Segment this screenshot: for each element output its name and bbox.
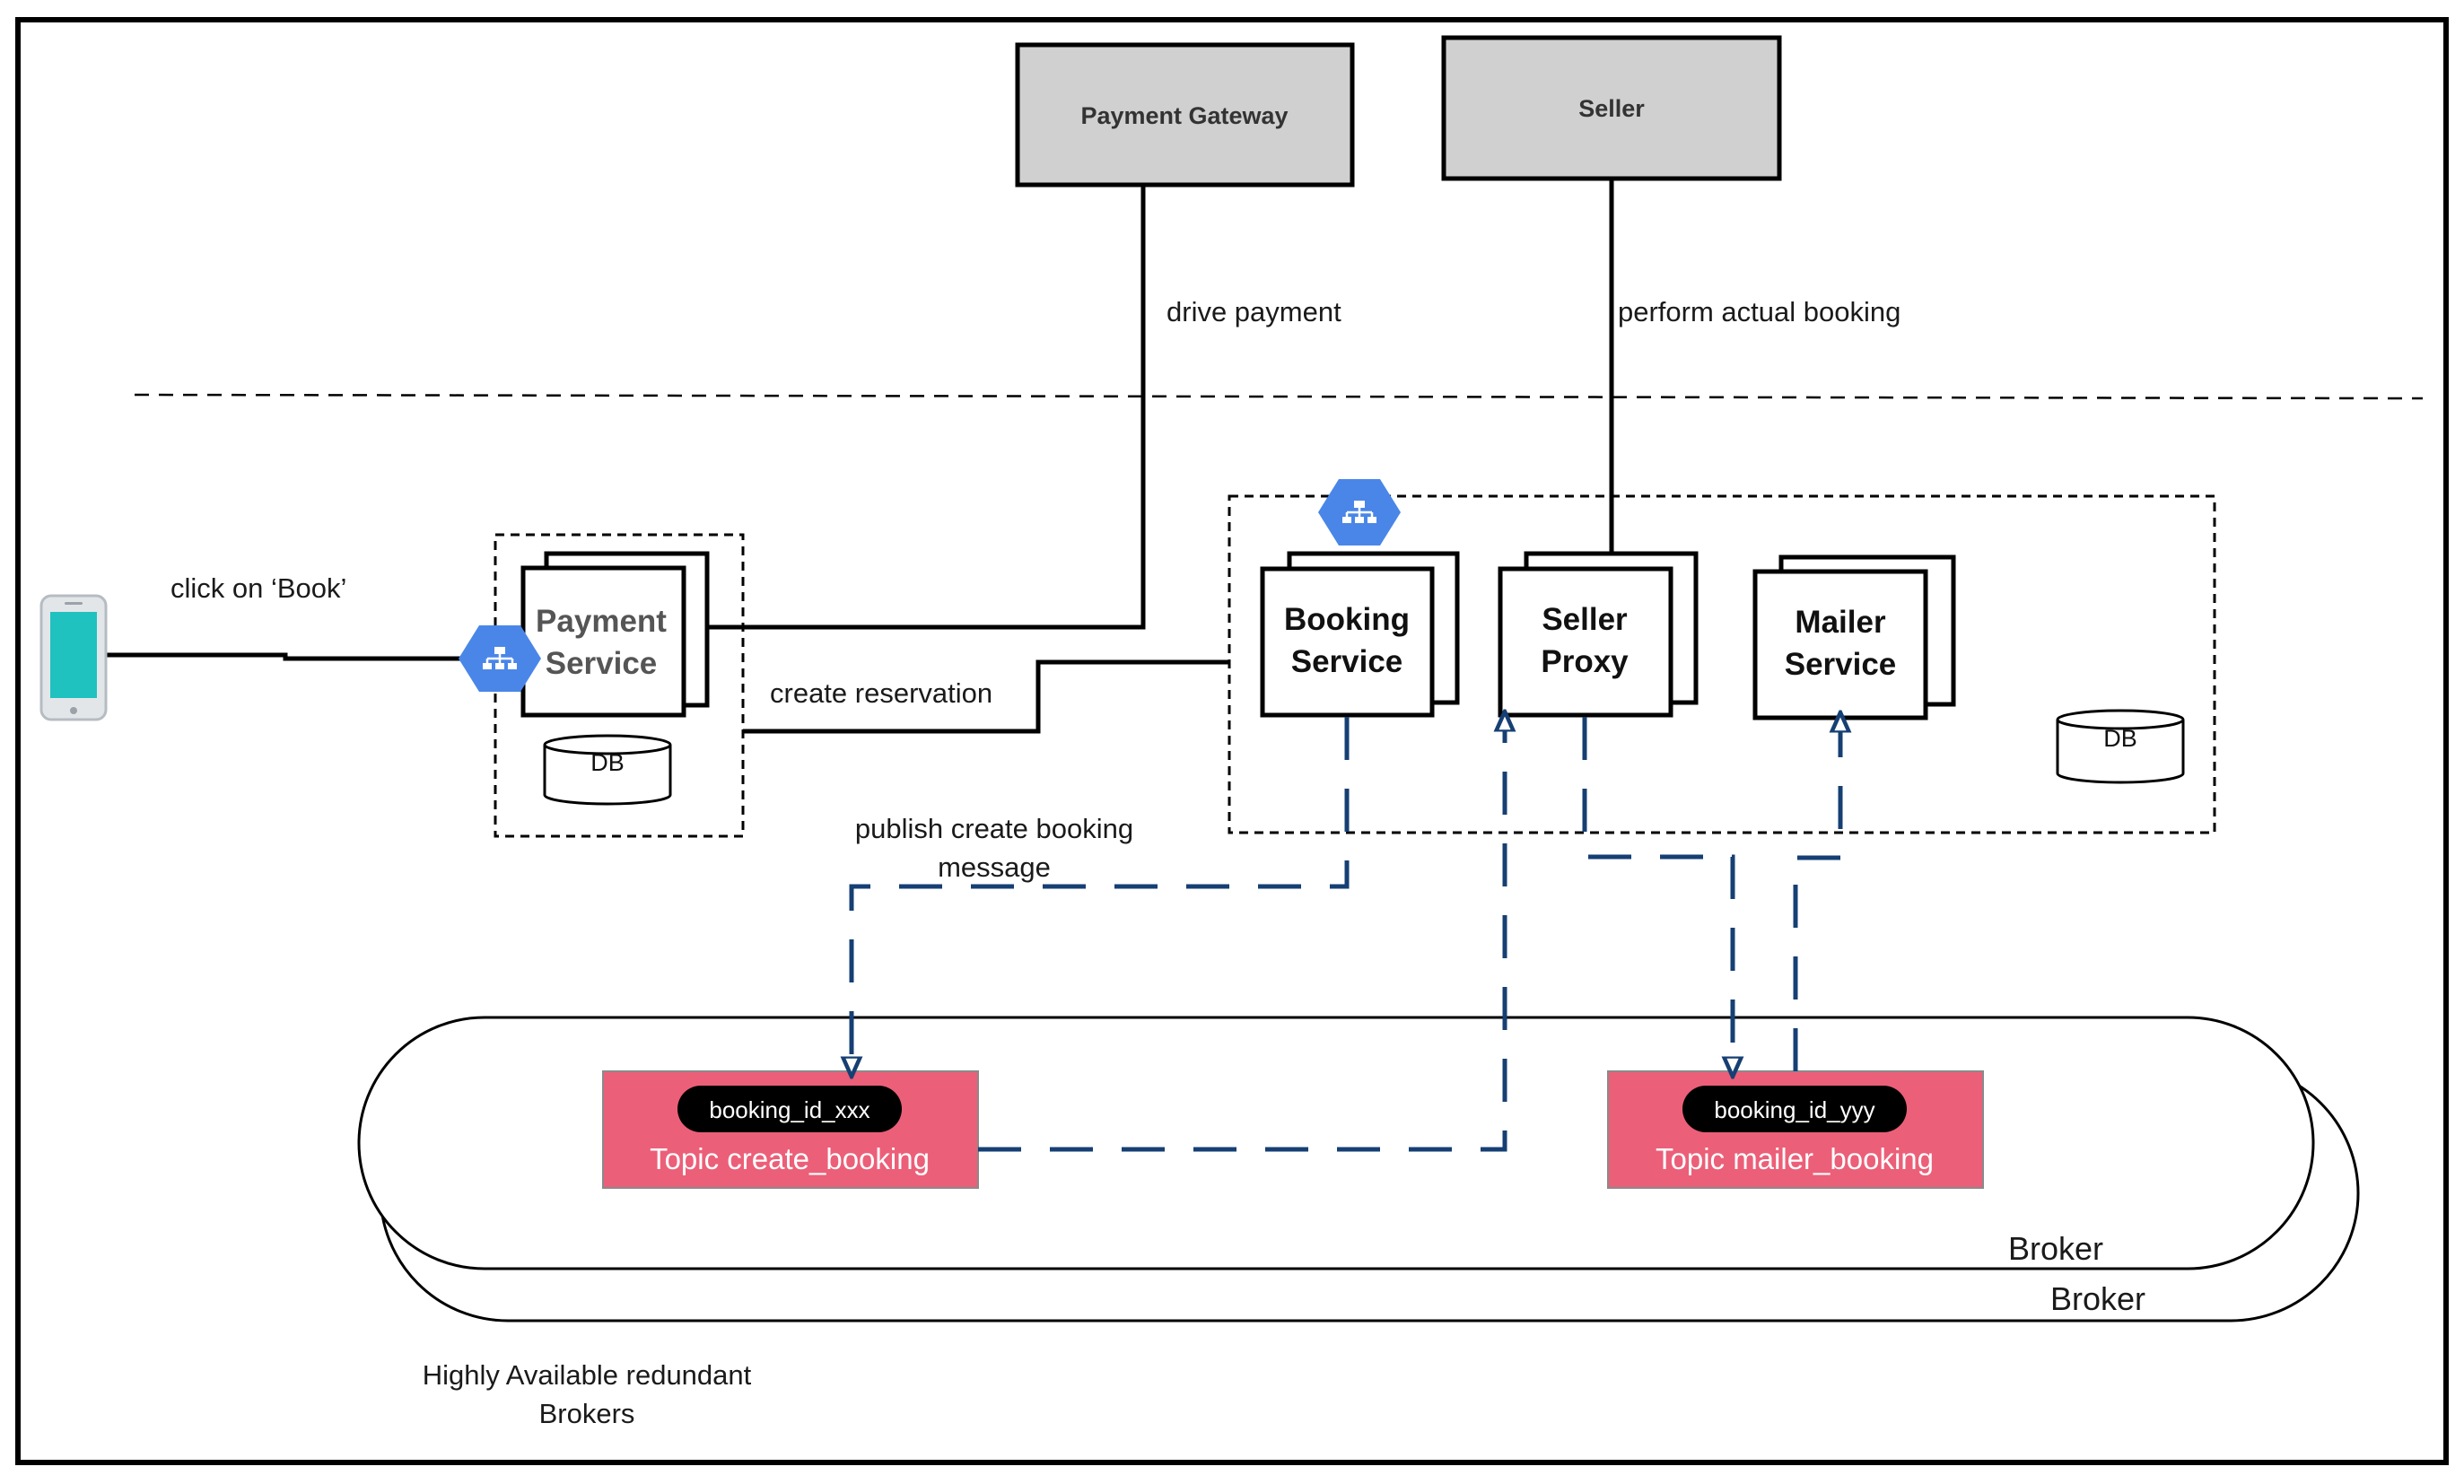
topic-create-booking-label: Topic create_booking (650, 1142, 930, 1175)
load-balancer-icon (1318, 479, 1401, 546)
create-reservation-label: create reservation (770, 677, 992, 709)
connector-drive-payment (709, 185, 1146, 630)
payment-gateway-box: Payment Gateway (1015, 42, 1355, 188)
connector-create-reservation (743, 659, 1229, 734)
ha-brokers-label-line1: Highly Available redundant (423, 1359, 752, 1391)
payment-service-label-line2: Service (546, 646, 658, 681)
async-consume-create-booking (978, 720, 1505, 1152)
ha-brokers-label-line2: Brokers (539, 1398, 635, 1429)
booking-cluster-boundary (1228, 494, 2216, 834)
mailer-service-label-line2: Service (1785, 647, 1897, 682)
topic-create-booking-key: booking_id_xxx (709, 1096, 869, 1123)
payment-db: DB (543, 734, 672, 806)
payment-db-label: DB (590, 749, 625, 776)
mailer-service: Mailer Service (1752, 554, 1956, 720)
booking-service-label-line2: Service (1291, 644, 1403, 679)
topic-create-booking: booking_id_xxx Topic create_booking (602, 1070, 979, 1189)
booking-db: DB (2056, 709, 2185, 784)
booking-service-label-line1: Booking (1284, 602, 1410, 637)
load-balancer-icon (459, 625, 541, 692)
connector-click-book (106, 652, 467, 661)
payment-gateway-label: Payment Gateway (1080, 102, 1288, 129)
topic-mailer-booking-key: booking_id_yyy (1714, 1096, 1874, 1123)
broker-primary-label: Broker (2008, 1230, 2103, 1267)
seller-proxy-label-line1: Seller (1542, 602, 1628, 637)
external-boundary-line (134, 393, 2424, 400)
mailer-service-label-line1: Mailer (1795, 605, 1886, 640)
click-book-label: click on ‘Book’ (170, 572, 346, 604)
seller-proxy: Seller Proxy (1498, 551, 1699, 718)
perform-booking-label: perform actual booking (1618, 296, 1900, 327)
broker-secondary-label: Broker (2050, 1280, 2145, 1317)
topic-mailer-booking: booking_id_yyy Topic mailer_booking (1607, 1070, 1984, 1189)
topic-mailer-booking-label: Topic mailer_booking (1656, 1142, 1934, 1175)
publish-label-line1: publish create booking (855, 813, 1133, 844)
payment-service-label-line1: Payment (536, 604, 667, 639)
drive-payment-label: drive payment (1166, 296, 1341, 327)
publish-label-line2: message (938, 851, 1051, 883)
async-publish-mailer-booking (1582, 717, 1733, 1068)
mobile-phone-icon (39, 594, 108, 721)
async-publish-create-booking (852, 717, 1350, 1068)
async-consume-mailer-booking (1793, 721, 1840, 1071)
payment-service: Payment Service (520, 551, 710, 718)
booking-service: Booking Service (1260, 551, 1460, 718)
booking-db-label: DB (2103, 725, 2137, 752)
seller-proxy-label-line2: Proxy (1541, 644, 1629, 679)
outer-frame (15, 17, 2449, 1465)
seller-box: Seller (1441, 35, 1782, 181)
seller-label: Seller (1578, 95, 1645, 122)
